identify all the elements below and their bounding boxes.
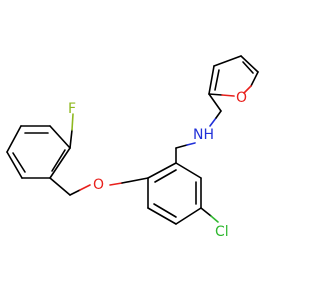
furan-oxygen-label: O: [236, 90, 247, 106]
chlorine-bond: [200, 207, 219, 223]
fluorine-bond: [69, 113, 74, 149]
chlorobenzene-ring: [147, 162, 202, 225]
molecule-structure: F O NH O Cl: [6, 55, 259, 240]
furan-ring: [208, 55, 259, 97]
fluorine-label: F: [68, 101, 76, 117]
structure-canvas: F O NH O Cl: [6, 55, 259, 240]
amine-label: NH: [193, 127, 214, 143]
chlorine-label: Cl: [215, 224, 229, 240]
ether-oxygen-label: O: [93, 177, 104, 193]
furfuryl-linker: [208, 93, 222, 127]
aminomethyl-linker: [175, 142, 196, 164]
benzyl-ether-linker: [49, 177, 149, 196]
fluorobenzene-ring: [6, 125, 71, 179]
